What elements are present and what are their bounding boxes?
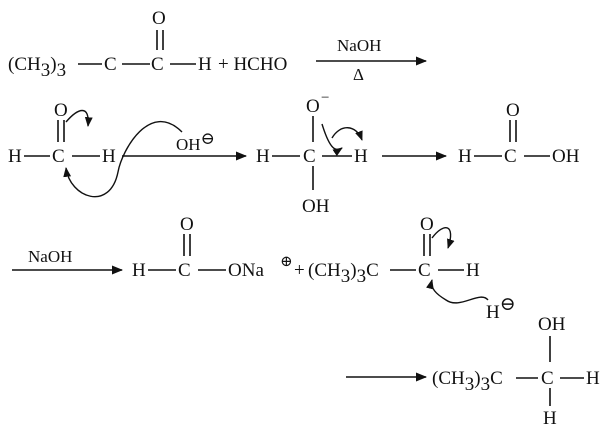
plus-sign: + [294, 260, 305, 281]
heat-symbol: Δ [353, 65, 364, 84]
acid-oh: OH [552, 146, 580, 167]
aldehyde-carbon: C [418, 260, 431, 281]
sodium-charge: ⊕ [280, 254, 293, 270]
formaldehyde-h-left: H [8, 146, 22, 167]
formate-carbon: C [178, 260, 191, 281]
aldehyde-oxygen: O [420, 214, 434, 235]
intermediate-h-right: H [354, 146, 368, 167]
aldehyde-hydrogen: H [466, 260, 480, 281]
hydride-h: H⊖ [486, 294, 516, 323]
reagent-naoh: NaOH [337, 36, 381, 55]
formate-ona: ONa [228, 260, 264, 281]
formaldehyde-h-right: H [102, 146, 116, 167]
plus-formaldehyde: + HCHO [218, 54, 287, 75]
intermediate-h-left: H [256, 146, 270, 167]
acid-oxygen: O [506, 100, 520, 121]
intermediate-oxygen: O [306, 96, 320, 117]
acid-carbon: C [504, 146, 517, 167]
electron-push-arrow [321, 123, 343, 157]
formaldehyde-oxygen: O [54, 100, 68, 121]
aldehyde-hydrogen: H [198, 54, 212, 75]
alpha-carbon: C [104, 54, 117, 75]
product-h-right: H [586, 368, 600, 389]
product-oh: OH [538, 314, 566, 335]
electron-push-arrow [65, 109, 93, 127]
intermediate-oh: OH [302, 196, 330, 217]
intermediate-minus: − [321, 90, 329, 106]
nucleophilic-attack-arrow [63, 120, 183, 198]
product-prefix: (CH3)3C [432, 368, 503, 395]
carbonyl-oxygen: O [152, 8, 166, 29]
electron-push-arrow [431, 227, 455, 249]
formaldehyde-carbon: C [52, 146, 65, 167]
formate-oxygen: O [180, 214, 194, 235]
product-h-bottom: H [543, 408, 557, 429]
hydroxide-label: OH⊖ [176, 129, 215, 154]
acid-h: H [458, 146, 472, 167]
formate-h: H [132, 260, 146, 281]
hydride-shift-arrow [331, 127, 363, 141]
hydride-attack-arrow [426, 279, 489, 304]
product-carbon: C [541, 368, 554, 389]
carbonyl-carbon: C [151, 54, 164, 75]
reagent-naoh: NaOH [28, 247, 72, 266]
pivaldehyde-prefix: (CH3)3 [8, 54, 66, 81]
row4-product: OH (CH3)3C C H H [346, 314, 600, 429]
row1-reaction: (CH3)3 C C O H + HCHO NaOH Δ [8, 8, 428, 84]
aldehyde-prefix: (CH3)3C [308, 260, 379, 287]
intermediate-carbon: C [303, 146, 316, 167]
row3-reaction: NaOH H C O ONa ⊕ + (CH3)3C C O H H⊖ [12, 214, 516, 323]
row2-mechanism: H C O H OH⊖ O − H C H OH H C O OH [8, 90, 580, 217]
